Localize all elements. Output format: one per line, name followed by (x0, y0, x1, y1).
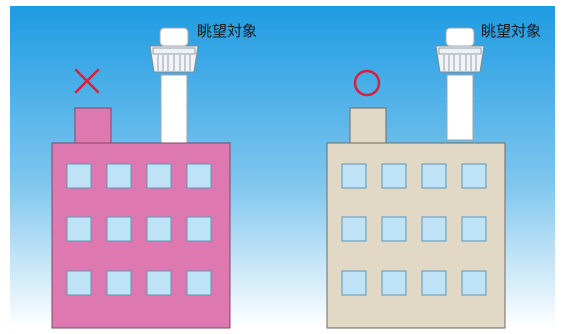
window (186, 163, 212, 189)
window (461, 216, 487, 242)
window (106, 270, 132, 296)
window (66, 270, 92, 296)
left-scene (51, 27, 231, 329)
right-scene (326, 27, 506, 329)
window (106, 163, 132, 189)
window (106, 216, 132, 242)
window (421, 216, 447, 242)
window (146, 163, 172, 189)
window (66, 163, 92, 189)
window-grid-right (341, 163, 487, 296)
window (381, 216, 407, 242)
window (381, 163, 407, 189)
window (421, 163, 447, 189)
window (146, 216, 172, 242)
window (421, 270, 447, 296)
window (341, 270, 367, 296)
window (186, 216, 212, 242)
window (341, 163, 367, 189)
window (381, 270, 407, 296)
target-label-left: 眺望対象 (197, 22, 258, 40)
target-label-right: 眺望対象 (481, 22, 542, 40)
window (66, 216, 92, 242)
pink-building (51, 107, 231, 329)
window (341, 216, 367, 242)
observation-tower-left (149, 27, 199, 151)
not-ok-mark (74, 68, 100, 94)
beige-building (326, 107, 506, 329)
window-grid-left (66, 163, 212, 296)
window (461, 163, 487, 189)
window (186, 270, 212, 296)
window (146, 270, 172, 296)
window (461, 270, 487, 296)
observation-tower-right (435, 27, 485, 141)
ok-mark (353, 69, 381, 97)
